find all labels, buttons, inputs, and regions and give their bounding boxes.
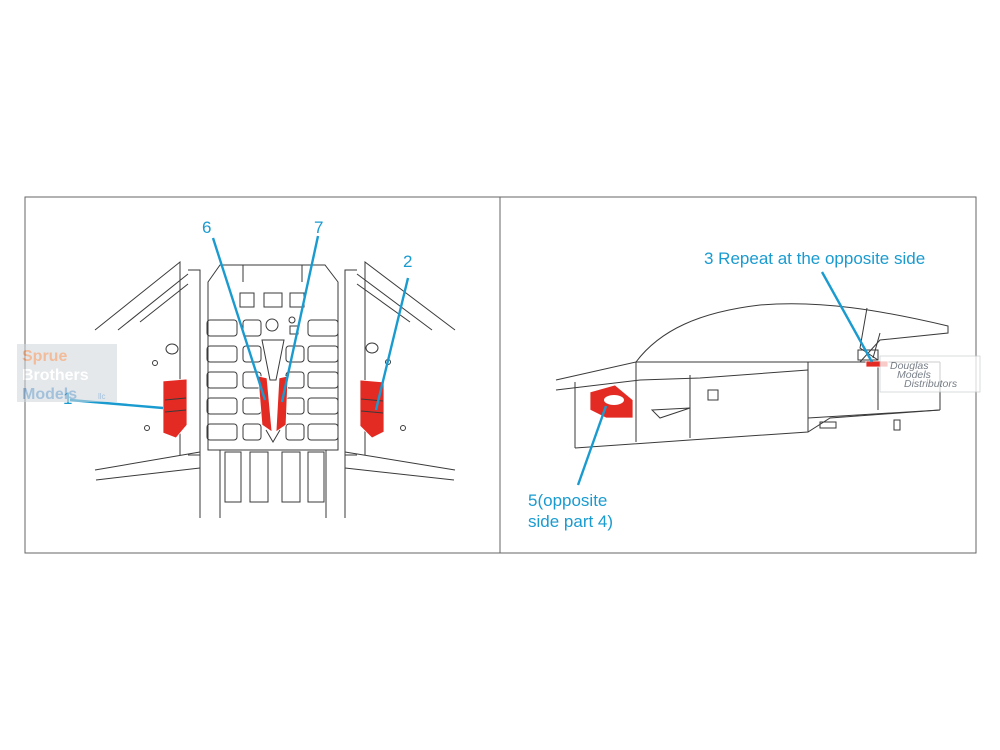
side-port	[165, 343, 179, 355]
watermark-line1: Douglas	[890, 360, 929, 372]
mask-part-1	[162, 378, 188, 439]
right-sill	[344, 451, 456, 481]
canopy-frame-line	[872, 332, 881, 359]
watermark-logo-right: Douglas Models Distributors	[879, 355, 981, 393]
instrument-panel-outline	[207, 264, 339, 451]
watermark-line2: Brothers	[22, 367, 89, 384]
leader-line-5	[576, 405, 608, 486]
instrument-square	[239, 292, 255, 308]
side-view-drawing	[555, 303, 949, 449]
watermark-line3: Models	[22, 386, 77, 403]
callout-5-line1: 5(opposite	[528, 491, 607, 510]
center-wedge	[261, 339, 285, 381]
callout-2: 2	[403, 252, 412, 271]
side-port	[152, 360, 158, 366]
fuselage-line	[555, 369, 809, 391]
canopy-outline	[635, 303, 949, 363]
watermark-line2: Models	[897, 369, 932, 381]
callout-6: 6	[202, 218, 211, 237]
leader-line-7	[280, 235, 320, 403]
instrument-dial	[288, 316, 296, 324]
frame-right-rail	[356, 283, 411, 323]
leader-line-6	[211, 237, 267, 401]
pedestal-sides	[219, 450, 327, 518]
callout-5-line2: side part 4)	[528, 512, 613, 531]
watermark-suffix: llc	[98, 392, 106, 401]
leader-line-3	[820, 271, 874, 363]
callout-3: 3 Repeat at the opposite side	[704, 249, 925, 268]
canopy-rear-frame	[859, 307, 879, 361]
access-panel	[819, 421, 837, 429]
shroud-ribs	[242, 265, 303, 282]
frame-left-inner	[117, 273, 189, 331]
instrument-dial	[265, 318, 279, 332]
access-panel	[893, 419, 901, 431]
mask-part-5-cutout	[604, 395, 624, 405]
pedestal-panel	[281, 451, 301, 503]
frame-left-rail	[139, 283, 189, 323]
frame-right-inner	[356, 273, 433, 331]
pedestal-panel	[224, 451, 242, 503]
instrument-square	[263, 292, 283, 308]
side-port	[365, 342, 379, 354]
watermark-bg	[879, 355, 981, 393]
intake-splitter	[650, 407, 691, 419]
side-port	[400, 425, 406, 431]
watermark-bg	[17, 344, 117, 402]
fuselage-lower-2	[807, 409, 941, 419]
side-port	[144, 425, 150, 431]
mask-part-1-seams	[164, 397, 187, 413]
fuselage-lower	[574, 409, 941, 449]
center-vee	[265, 429, 281, 443]
watermark-logo-left: Sprue Brothers Models llc	[17, 344, 117, 403]
lower-frame	[199, 455, 346, 518]
left-console	[188, 269, 201, 456]
callout-7: 7	[314, 218, 323, 237]
pedestal-panel	[249, 451, 269, 503]
right-console	[344, 269, 357, 456]
watermark-line3: Distributors	[904, 378, 958, 390]
watermark-line1: Sprue	[22, 348, 67, 365]
canopy-latch	[857, 349, 879, 361]
leader-line-2	[374, 277, 410, 411]
left-sill	[94, 451, 201, 481]
access-panel	[707, 389, 719, 401]
pedestal-panel	[307, 451, 325, 503]
mask-part-2	[359, 379, 385, 439]
